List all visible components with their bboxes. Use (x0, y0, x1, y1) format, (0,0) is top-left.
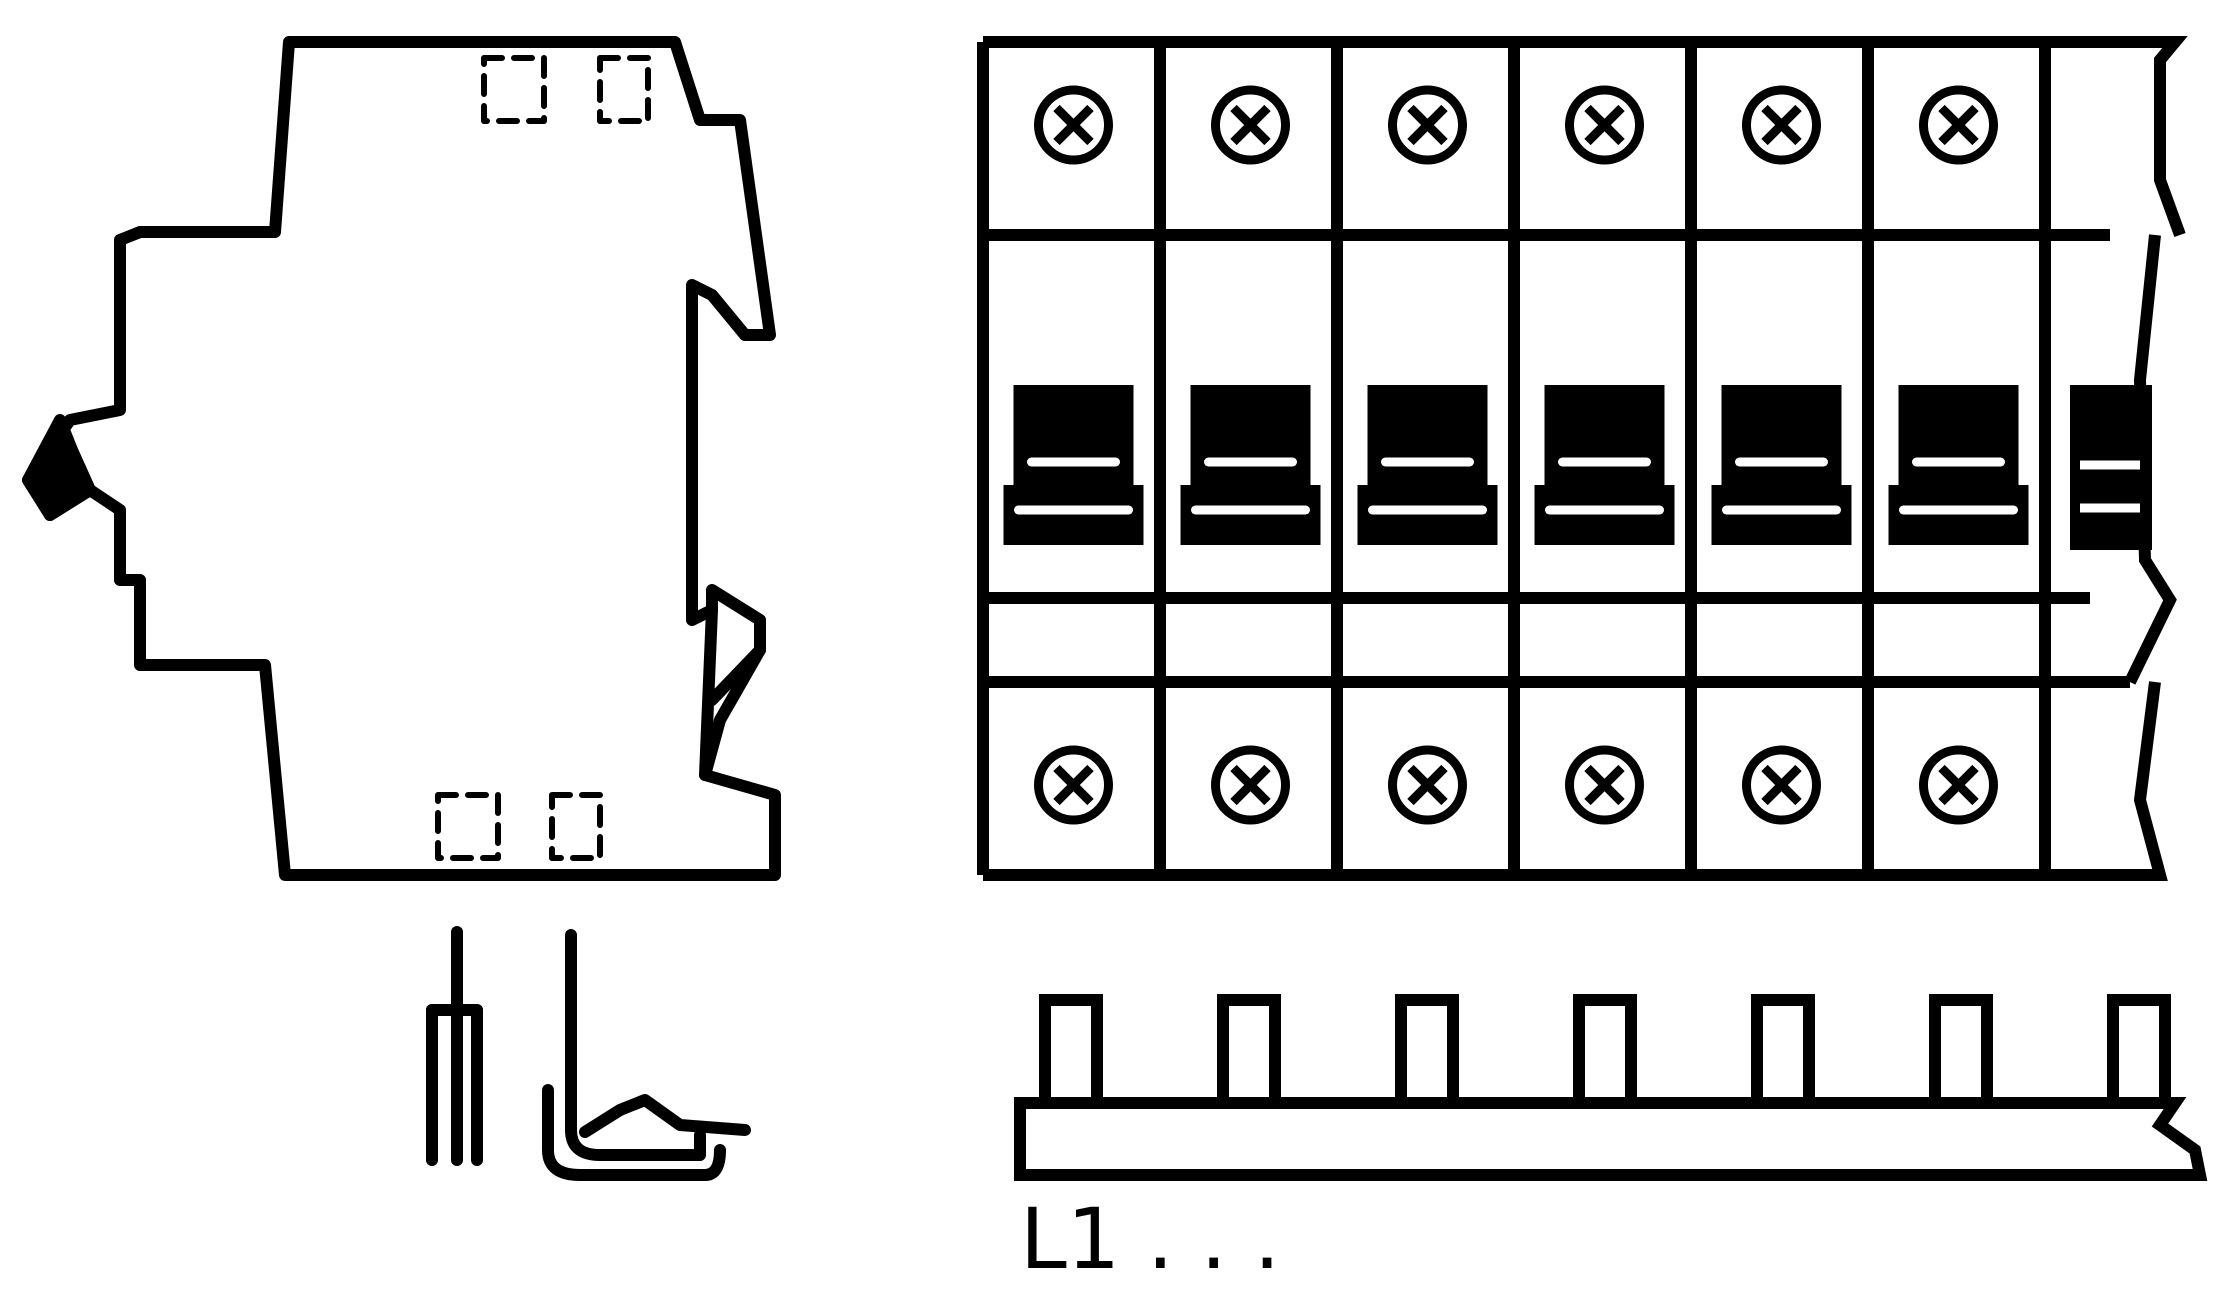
module (1711, 42, 1874, 875)
busbar-pin (1751, 994, 1815, 1109)
module (1534, 42, 1697, 875)
module (1357, 42, 1520, 875)
screw-icon (1565, 85, 1644, 165)
terminal-hints (435, 55, 651, 861)
busbar-pin (1929, 994, 1993, 1109)
screw-icon (1388, 745, 1467, 825)
busbar-pin (1395, 994, 1459, 1109)
lever-icon (1721, 385, 1842, 485)
busbar-pin (2107, 994, 2171, 1109)
breaker-side-view (22, 36, 781, 881)
breaker-side-outline (22, 36, 781, 881)
screw-cross (1938, 764, 1979, 806)
screw-cross (1761, 104, 1802, 146)
lever-base (1357, 485, 1498, 545)
module (1888, 42, 2051, 875)
busbar-body (1014, 1097, 2208, 1181)
busbar-pins-group (1039, 994, 2171, 1109)
busbar-pin (1573, 994, 1637, 1109)
lever-base (1003, 485, 1144, 545)
modules-group (1003, 42, 2152, 875)
lever-base (1534, 485, 1675, 545)
screw-icon (1565, 745, 1644, 825)
breaker-side-knob (22, 414, 96, 521)
screw-icon (1742, 85, 1821, 165)
lever-icon (1367, 385, 1488, 485)
screw-icon (1388, 85, 1467, 165)
module (1180, 42, 1343, 875)
lever-base (1711, 485, 1852, 545)
breaker-front-view (977, 36, 2188, 881)
busbar-profile-straight (426, 926, 483, 1166)
busbar-label: L1 . . . (1020, 1190, 1280, 1288)
screw-icon (1211, 85, 1290, 165)
screw-icon (1034, 85, 1113, 165)
lever-base (1888, 485, 2029, 545)
lever-base (1180, 485, 1321, 545)
screw-cross (1053, 764, 1094, 806)
screw-cross (1761, 764, 1802, 806)
screw-icon (1034, 745, 1113, 825)
screw-cross (1407, 104, 1448, 146)
module (1003, 42, 1166, 875)
screw-icon (1742, 745, 1821, 825)
screw-cross (1407, 764, 1448, 806)
busbar-pin (1217, 994, 1281, 1109)
breaker-side-din-clip (699, 604, 766, 781)
lever-icon (1898, 385, 2019, 485)
screw-icon (1919, 85, 1998, 165)
busbar-pin (1039, 994, 1103, 1109)
busbar-front-view (1014, 1097, 2208, 1181)
screw-cross (1584, 104, 1625, 146)
lever-icon (1013, 385, 1134, 485)
screw-cross (1230, 764, 1271, 806)
screw-cross (1053, 104, 1094, 146)
screw-cross (1230, 104, 1271, 146)
screw-cross (1584, 764, 1625, 806)
busbar-profile-bent (542, 929, 751, 1181)
screw-cross (1938, 104, 1979, 146)
lever-icon (1544, 385, 1665, 485)
screw-icon (1211, 745, 1290, 825)
screw-icon (1919, 745, 1998, 825)
lever-icon (1190, 385, 1311, 485)
